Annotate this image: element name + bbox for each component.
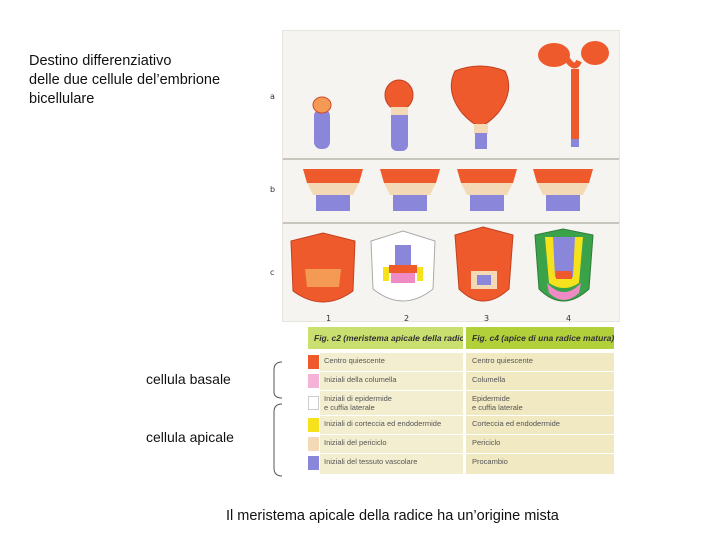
legend-right-text: Columella [472, 372, 614, 384]
legend-row: Iniziali del tessuto vascolare Procambio [308, 454, 614, 474]
embryo-a4 [538, 41, 609, 147]
column-number-3: 3 [484, 314, 489, 323]
legend-right-text: Centro quiescente [472, 353, 614, 365]
row-letter-a: a [270, 92, 275, 101]
embryo-a2 [385, 80, 413, 151]
embryo-illustration [283, 31, 619, 321]
legend-right-text: Periciclo [472, 435, 614, 447]
legend-left-text: Iniziali di epidermide e cuffia laterale [324, 391, 463, 412]
legend-header-right: Fig. c4 (apice di una radice matura) [466, 327, 614, 349]
row-letter-c: c [270, 268, 274, 277]
legend-table: Fig. c2 (meristema apicale della radice)… [308, 327, 614, 487]
row-letter-b: b [270, 185, 275, 194]
legend-row: Iniziali di corteccia ed endodermide Cor… [308, 416, 614, 434]
legend-left-text: Iniziali del periciclo [324, 435, 463, 447]
legend-row: Iniziali del periciclo Periciclo [308, 435, 614, 453]
legend-left-text: Centro quiescente [324, 353, 463, 365]
cellula-apicale-label: cellula apicale [146, 429, 234, 445]
legend-swatch [308, 374, 319, 388]
root-tip-c1 [291, 233, 355, 302]
cellula-basale-label: cellula basale [146, 371, 231, 387]
legend-header-left: Fig. c2 (meristema apicale della radice) [308, 327, 463, 349]
legend-row: Centro quiescente Centro quiescente [308, 353, 614, 371]
legend-left-text: Iniziali del tessuto vascolare [324, 454, 463, 466]
root-tip-c4 [535, 229, 593, 301]
column-number-4: 4 [566, 314, 571, 323]
root-tip-c3 [455, 227, 513, 301]
footer-caption: Il meristema apicale della radice ha un’… [226, 508, 559, 524]
column-number-1: 1 [326, 314, 331, 323]
embryo-figure [282, 30, 620, 322]
legend-right-text: Procambio [472, 454, 614, 466]
heading: Destino differenziativo delle due cellul… [29, 52, 220, 109]
legend-swatch [308, 456, 319, 470]
root-b3 [457, 169, 517, 211]
brace-icon [270, 360, 286, 480]
legend-left-text: Iniziali della columella [324, 372, 463, 384]
legend-swatch [308, 418, 319, 432]
root-b1 [303, 169, 363, 211]
heading-line-3: bicellulare [29, 90, 220, 109]
heading-line-1: Destino differenziativo [29, 52, 220, 71]
legend-right-text: Corteccia ed endodermide [472, 416, 614, 428]
legend-right-text: Epidermide e cuffia laterale [472, 391, 614, 412]
root-tip-c2 [371, 231, 435, 301]
legend-swatch [308, 355, 319, 369]
legend-row: Iniziali della columella Columella [308, 372, 614, 390]
embryo-a3 [451, 66, 508, 149]
root-b4 [533, 169, 593, 211]
column-number-2: 2 [404, 314, 409, 323]
legend-left-text: Iniziali di corteccia ed endodermide [324, 416, 463, 428]
legend-row: Iniziali di epidermide e cuffia laterale… [308, 391, 614, 415]
legend-swatch [308, 437, 319, 451]
root-b2 [380, 169, 440, 211]
legend-swatch [308, 396, 319, 410]
embryo-a1 [313, 97, 331, 149]
heading-line-2: delle due cellule del’embrione [29, 71, 220, 90]
